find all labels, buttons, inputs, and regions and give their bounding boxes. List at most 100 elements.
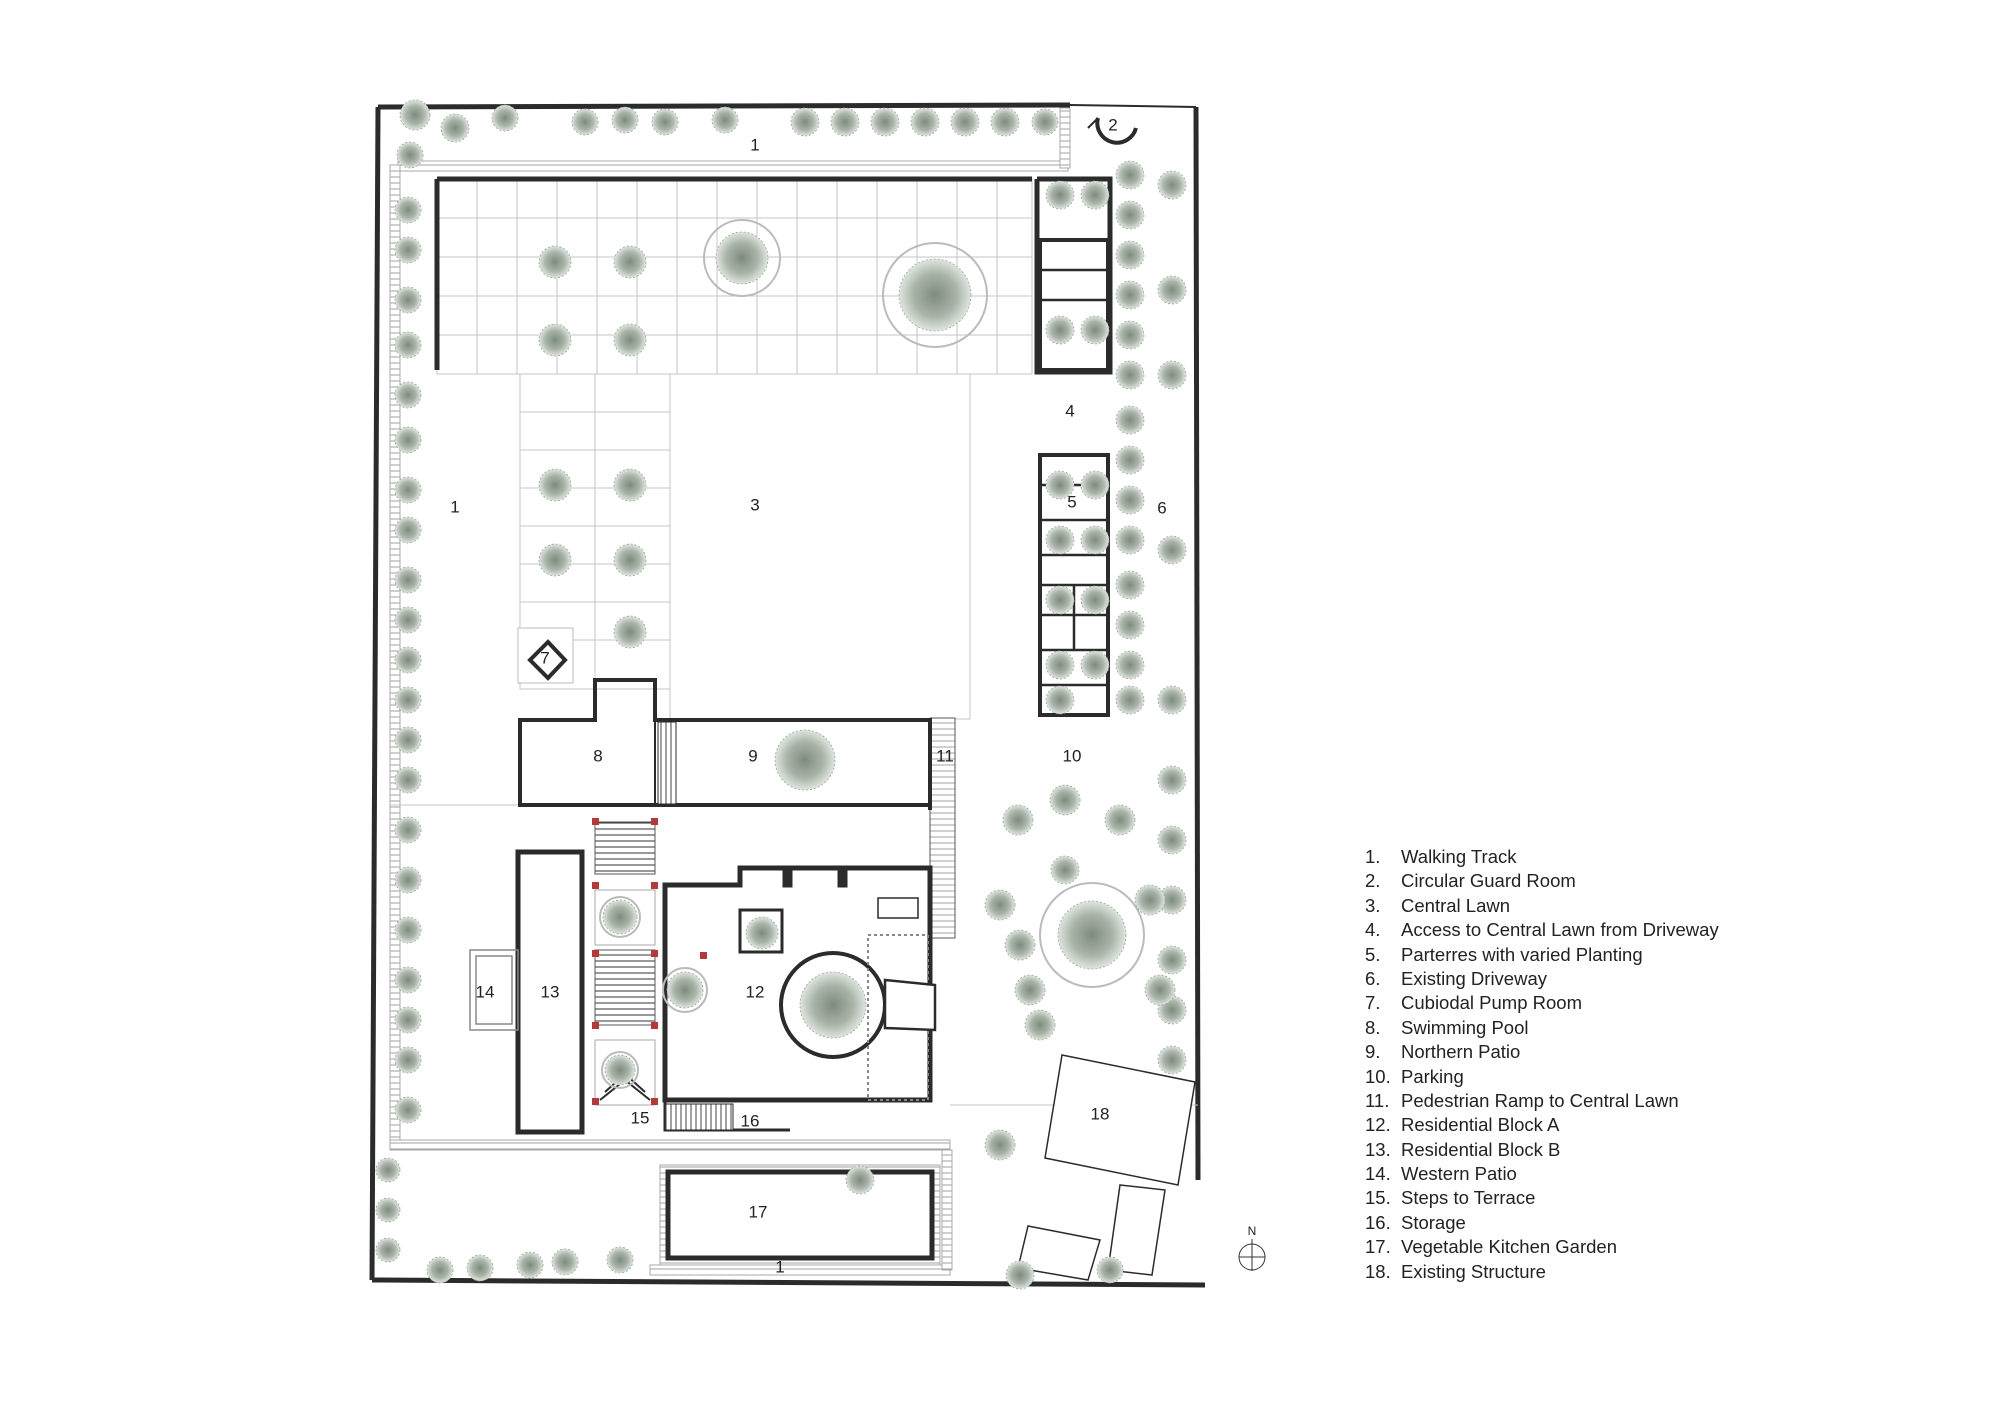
tree-icon bbox=[394, 816, 422, 844]
legend-label: Circular Guard Room bbox=[1401, 870, 1576, 892]
tree-icon bbox=[1045, 685, 1075, 715]
tree-icon bbox=[1115, 160, 1145, 190]
tree-icon bbox=[1157, 885, 1187, 915]
tree-icon bbox=[394, 606, 422, 634]
legend-label: Access to Central Lawn from Driveway bbox=[1401, 919, 1719, 941]
tree-icon bbox=[613, 468, 647, 502]
legend-number: 3. bbox=[1365, 894, 1381, 916]
tree-icon bbox=[984, 889, 1016, 921]
tree-icon bbox=[1004, 929, 1036, 961]
tree-icon bbox=[774, 729, 836, 791]
tree-icon bbox=[611, 106, 639, 134]
tree-icon bbox=[950, 107, 980, 137]
tree-icon bbox=[394, 236, 422, 264]
tree-icon bbox=[613, 543, 647, 577]
tree-icon bbox=[1115, 485, 1145, 515]
tree-icon bbox=[1050, 855, 1080, 885]
tree-icon bbox=[426, 1256, 454, 1284]
tree-icon bbox=[1080, 585, 1110, 615]
legend-item: 1.Walking Track bbox=[1365, 845, 1719, 869]
tree-icon bbox=[1134, 884, 1166, 916]
pedestrian-ramp bbox=[928, 717, 956, 939]
tree-icon bbox=[394, 766, 422, 794]
legend-number: 15. bbox=[1365, 1187, 1391, 1209]
legend-label: Cubiodal Pump Room bbox=[1401, 992, 1582, 1014]
tree-icon bbox=[1024, 1009, 1056, 1041]
legend-label: Northern Patio bbox=[1401, 1041, 1521, 1063]
legend-item: 2.Circular Guard Room bbox=[1365, 869, 1719, 893]
tree-icon bbox=[394, 866, 422, 894]
pool-block bbox=[518, 678, 932, 807]
round-planters bbox=[599, 219, 1145, 1089]
tree-icon bbox=[711, 106, 739, 134]
tree-icon bbox=[1115, 405, 1145, 435]
tree-icon bbox=[1157, 275, 1187, 305]
legend-label: Residential Block A bbox=[1401, 1114, 1560, 1136]
plan-label-1b: 1 bbox=[450, 497, 459, 516]
tree-icon bbox=[651, 108, 679, 136]
residential-block-b bbox=[515, 849, 585, 1135]
tree-icon bbox=[1115, 610, 1145, 640]
tree-icon bbox=[394, 516, 422, 544]
tree-icon bbox=[604, 1054, 636, 1086]
tree-icon bbox=[394, 286, 422, 314]
legend-label: Steps to Terrace bbox=[1401, 1187, 1536, 1209]
trees bbox=[375, 99, 1187, 1290]
legend-item: 3.Central Lawn bbox=[1365, 894, 1719, 918]
legend-item: 10.Parking bbox=[1365, 1065, 1719, 1089]
tree-icon bbox=[538, 323, 572, 357]
legend-number: 7. bbox=[1365, 992, 1381, 1014]
tree-icon bbox=[1005, 1260, 1035, 1290]
legend-item: 14.Western Patio bbox=[1365, 1162, 1719, 1186]
plan-label-15: 15 bbox=[631, 1108, 650, 1127]
tree-icon bbox=[910, 107, 940, 137]
tree-icon bbox=[551, 1248, 579, 1276]
plan-label-1c: 1 bbox=[775, 1257, 784, 1276]
plan-label-12: 12 bbox=[746, 982, 765, 1001]
tree-icon bbox=[1115, 525, 1145, 555]
tree-icon bbox=[1144, 974, 1176, 1006]
legend-item: 6.Existing Driveway bbox=[1365, 967, 1719, 991]
legend-number: 18. bbox=[1365, 1260, 1391, 1282]
legend-number: 9. bbox=[1365, 1041, 1381, 1063]
tree-icon bbox=[745, 916, 779, 950]
legend-number: 14. bbox=[1365, 1163, 1391, 1185]
legend-item: 4.Access to Central Lawn from Driveway bbox=[1365, 918, 1719, 942]
legend-number: 8. bbox=[1365, 1016, 1381, 1038]
plan-label-10: 10 bbox=[1063, 746, 1082, 765]
tree-icon bbox=[1157, 360, 1187, 390]
plan-label-13: 13 bbox=[541, 982, 560, 1001]
legend-item: 12.Residential Block A bbox=[1365, 1113, 1719, 1137]
legend-item: 15. Steps to Terrace bbox=[1365, 1186, 1719, 1210]
legend-item: 9. Northern Patio bbox=[1365, 1040, 1719, 1064]
tree-icon bbox=[602, 899, 638, 935]
legend-label: Parterres with varied Planting bbox=[1401, 943, 1643, 965]
tree-icon bbox=[394, 566, 422, 594]
legend-label: Existing Driveway bbox=[1401, 967, 1547, 989]
tree-icon bbox=[1115, 360, 1145, 390]
tree-icon bbox=[1045, 585, 1075, 615]
tree-icon bbox=[394, 726, 422, 754]
tree-icon bbox=[399, 99, 431, 131]
tree-icon bbox=[1115, 685, 1145, 715]
plan-label-4: 4 bbox=[1065, 401, 1074, 420]
north-arrow-icon: N bbox=[1238, 1225, 1266, 1271]
tree-icon bbox=[516, 1251, 544, 1279]
plan-label-3: 3 bbox=[750, 495, 759, 514]
plan-label-18: 18 bbox=[1091, 1104, 1110, 1123]
legend-number: 13. bbox=[1365, 1138, 1391, 1160]
lawn-enclosure-walls bbox=[434, 176, 1113, 375]
central-steps bbox=[592, 818, 707, 1106]
plan-labels: 1 1 1 2 3 4 5 6 7 8 9 10 11 12 13 14 15 … bbox=[450, 115, 1166, 1276]
tree-icon bbox=[1157, 685, 1187, 715]
tree-icon bbox=[394, 1046, 422, 1074]
tree-icon bbox=[613, 323, 647, 357]
tree-icon bbox=[394, 196, 422, 224]
legend-item: 7. Cubiodal Pump Room bbox=[1365, 991, 1719, 1015]
plan-label-17: 17 bbox=[749, 1202, 768, 1221]
tree-icon bbox=[538, 468, 572, 502]
residential-block-a bbox=[662, 865, 937, 1103]
tree-icon bbox=[1057, 900, 1127, 970]
tree-icon bbox=[394, 1006, 422, 1034]
plan-label-16: 16 bbox=[741, 1111, 760, 1130]
